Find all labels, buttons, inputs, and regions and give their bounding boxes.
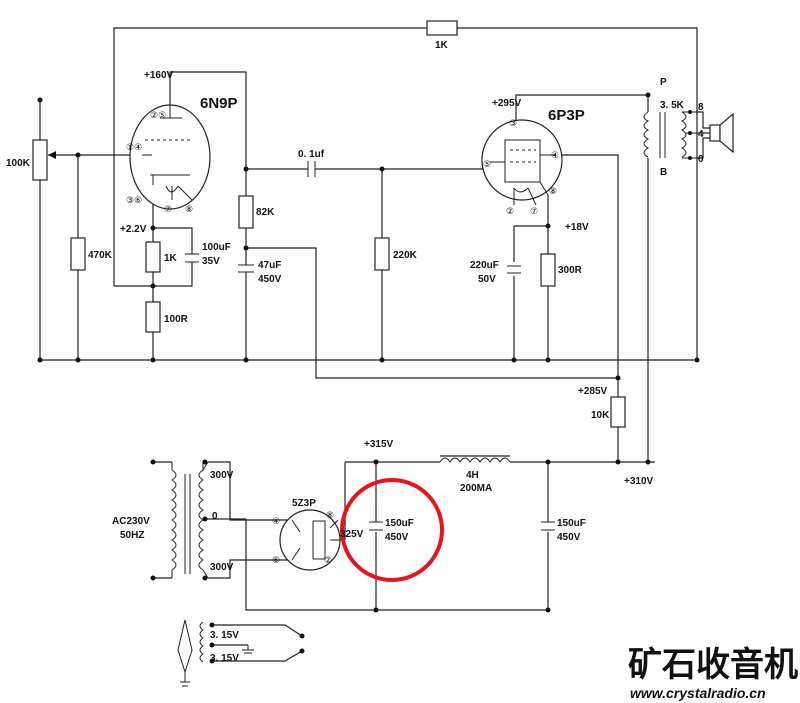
pin-p3p-8: ⑧ [549, 186, 557, 196]
capacitor-filter2 [541, 521, 555, 531]
pin-z3p-6: ⑥ [272, 555, 280, 565]
power-transformer [171, 461, 209, 579]
pin-n9p-top: ②⑤ [150, 110, 166, 120]
logo-watermark: 矿石收音机 [628, 646, 798, 684]
capacitor-coupling [305, 161, 318, 177]
label-v160: +160V [144, 70, 174, 81]
label-ot-tap0: 0 [698, 154, 704, 165]
label-r-grid2: 220K [393, 250, 418, 261]
label-r-cathode-out: 300R [558, 265, 583, 276]
pin-z3p-4: ④ [272, 516, 280, 526]
label-pt-mains: AC230V [112, 516, 150, 527]
pin-n9p-bottom-left: ③⑥ [126, 195, 142, 205]
highlight-circle [340, 478, 444, 582]
label-ot-b: B [660, 167, 667, 178]
label-v315: +315V [364, 439, 394, 450]
capacitor-cathode-out [507, 265, 521, 274]
junction-dots [37, 92, 700, 664]
label-v285: +285V [578, 386, 608, 397]
tube-6p3p [481, 119, 563, 206]
pin-p3p-2: ② [506, 206, 514, 216]
label-ot-tap4: 4 [698, 129, 704, 140]
label-c-filter1-v: 450V [385, 532, 409, 543]
speaker-icon [697, 111, 734, 159]
label-c-bypass: 100uF [202, 242, 231, 253]
resistor-cathode [145, 241, 161, 273]
label-c-cathode-out-v: 50V [478, 274, 496, 285]
label-pt-hv-bottom: 300V [210, 562, 234, 573]
logo-url: www.crystalradio.cn [630, 685, 766, 701]
label-v295: +295V [492, 98, 522, 109]
label-c-filter2: 150uF [557, 518, 586, 529]
pin-p3p-3: ③ [509, 118, 517, 128]
label-tube-6p3p: 6P3P [548, 107, 585, 124]
label-pt-hv-top: 300V [210, 470, 234, 481]
output-transformer [643, 111, 702, 159]
resistor-plate [238, 195, 254, 229]
label-r-cathode: 1K [164, 253, 178, 264]
label-choke-inductance: 4H [466, 470, 479, 481]
label-choke-current: 200MA [460, 483, 492, 494]
resistor-grid2 [374, 237, 390, 271]
resistor-cathode-out [540, 253, 556, 287]
label-c-decouple-v: 450V [258, 274, 282, 285]
label-r-grid: 470K [88, 250, 113, 261]
pin-n9p-7: ⑦ [164, 204, 172, 214]
label-v325: 325V [340, 529, 364, 540]
label-c-filter2-v: 450V [557, 532, 581, 543]
label-heater2: 3. 15V [210, 653, 239, 664]
pin-p3p-7: ⑦ [530, 206, 538, 216]
capacitor-decouple [238, 262, 254, 282]
choke-inductor [439, 455, 511, 463]
capacitor-bypass [185, 250, 199, 270]
pin-z3p-8: ⑧ [326, 510, 334, 520]
label-tube-5z3p: 5Z3P [292, 498, 316, 509]
label-r-drop: 10K [591, 410, 610, 421]
pin-n9p-8: ⑧ [185, 204, 193, 214]
label-r-feedback: 1K [435, 40, 449, 51]
pin-z3p-2: ② [324, 555, 332, 565]
label-v18: +18V [565, 222, 589, 233]
label-r-cathode2: 100R [164, 314, 189, 325]
label-r-plate: 82K [256, 207, 275, 218]
label-r-pot: 100K [6, 158, 31, 169]
label-heater1: 3. 15V [210, 630, 239, 641]
resistor-feedback [426, 20, 458, 36]
label-c-bypass-v: 35V [202, 256, 220, 267]
heater-winding [177, 619, 254, 687]
label-ot-tap8: 8 [698, 102, 704, 113]
label-c-coupling: 0. 1uf [298, 149, 325, 160]
capacitor-filter1 [369, 521, 383, 531]
resistor-cathode2 [145, 301, 161, 333]
pin-p3p-5: ⑤ [483, 159, 491, 169]
label-c-filter1: 150uF [385, 518, 414, 529]
label-c-decouple: 47uF [258, 260, 281, 271]
label-ot-primary: 3. 5K [660, 100, 685, 111]
label-pt-center: 0 [212, 511, 218, 522]
wiring [39, 27, 698, 662]
label-tube-6n9p: 6N9P [200, 95, 238, 112]
label-v310: +310V [624, 476, 654, 487]
tube-6n9p [129, 104, 211, 210]
tube-5z3p [279, 509, 345, 571]
label-v2-2: +2.2V [120, 224, 147, 235]
resistor-grid [70, 237, 86, 271]
potentiometer [32, 139, 48, 181]
label-ot-p: P [660, 77, 667, 88]
pin-n9p-left: ①④ [126, 142, 142, 152]
resistor-drop [610, 396, 626, 428]
pin-p3p-4: ④ [551, 150, 559, 160]
label-c-cathode-out: 220uF [470, 260, 499, 271]
label-pt-freq: 50HZ [120, 530, 144, 541]
